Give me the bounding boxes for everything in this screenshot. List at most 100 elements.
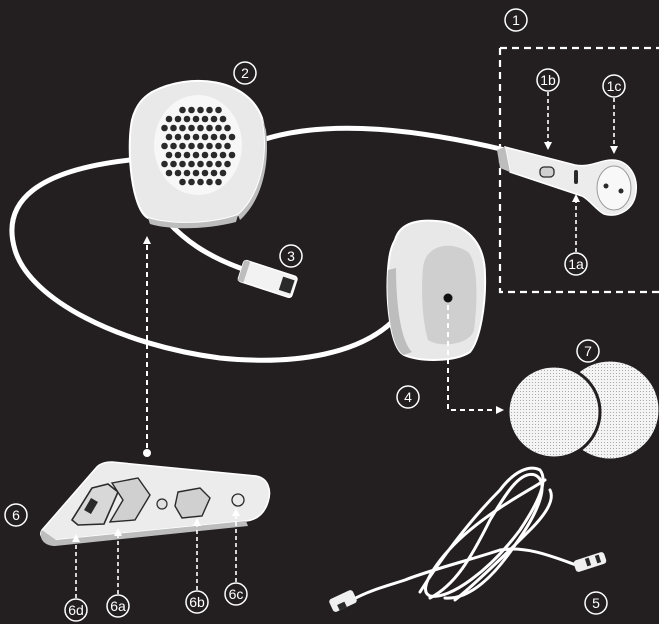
grille-hole [197, 125, 204, 132]
grille-hole [170, 161, 177, 168]
callout-5: 5 [585, 592, 607, 614]
grille-hole [161, 161, 168, 168]
grille-hole [211, 152, 218, 159]
grille-hole [175, 134, 182, 141]
callout-label: 4 [404, 389, 412, 405]
callout-label: 6b [189, 594, 205, 610]
callout-1c: 1c [603, 75, 625, 97]
callout-4: 4 [397, 386, 419, 408]
grille-hole [215, 179, 222, 186]
grille-hole [179, 107, 186, 114]
grille-hole [170, 143, 177, 150]
control-panel [41, 462, 270, 546]
grille-hole [193, 170, 200, 177]
grille-hole [166, 152, 173, 159]
callout-1: 1 [505, 9, 527, 31]
grille-hole [184, 170, 191, 177]
callout-label: 7 [584, 343, 592, 359]
grille-hole [224, 161, 231, 168]
button-divider-dot [157, 499, 167, 509]
grille-hole [206, 179, 213, 186]
headset-connector [238, 260, 298, 298]
grille-hole [197, 161, 204, 168]
grille-hole [202, 170, 209, 177]
panel-to-speaker-arrow [143, 240, 151, 457]
grille-hole [166, 116, 173, 123]
callout-label: 6c [229, 586, 244, 602]
grille-hole [170, 125, 177, 132]
callout-label: 3 [287, 248, 295, 264]
callout-label: 6 [12, 507, 20, 523]
grille-hole [188, 143, 195, 150]
grille-hole [220, 134, 227, 141]
callout-label: 6a [110, 598, 126, 614]
grille-hole [224, 125, 231, 132]
grille-hole [220, 170, 227, 177]
microphone-boom-cable [262, 128, 505, 150]
callout-label: 1a [568, 256, 584, 272]
grille-hole [211, 170, 218, 177]
microphone [497, 147, 636, 215]
callout-2: 2 [234, 62, 256, 84]
grille-hole [229, 134, 236, 141]
grille-hole [197, 143, 204, 150]
grille-hole [220, 152, 227, 159]
callout-label: 6d [68, 602, 84, 618]
grille-hole [184, 152, 191, 159]
grille-hole [188, 161, 195, 168]
callout-6c: 6c [225, 583, 247, 605]
grille-hole [202, 152, 209, 159]
grille-hole [179, 143, 186, 150]
grille-hole [188, 107, 195, 114]
callout-label: 2 [241, 65, 249, 81]
grille-hole [184, 134, 191, 141]
callout-6: 6 [5, 504, 27, 526]
grille-hole [175, 116, 182, 123]
grille-hole [175, 170, 182, 177]
grille-hole [175, 152, 182, 159]
grille-hole [224, 143, 231, 150]
usb-a-plug [328, 589, 357, 613]
grille-hole [184, 116, 191, 123]
callout-6d: 6d [65, 599, 87, 621]
usb-c-plug [573, 551, 607, 572]
velcro-pads [508, 360, 659, 460]
callout-6a: 6a [107, 595, 129, 617]
grille-hole [202, 116, 209, 123]
grille-hole [215, 161, 222, 168]
grille-hole [179, 161, 186, 168]
grille-hole [206, 107, 213, 114]
grille-hole [161, 143, 168, 150]
grille-hole [193, 116, 200, 123]
callout-label: 1 [512, 12, 520, 28]
callout-label: 5 [592, 595, 600, 611]
secondary-speaker [388, 221, 486, 360]
grille-hole [220, 116, 227, 123]
callout-1b: 1b [537, 69, 559, 91]
led-indicator [232, 494, 244, 506]
grille-hole [215, 107, 222, 114]
grille-hole [197, 179, 204, 186]
grille-hole [193, 134, 200, 141]
grille-hole [211, 116, 218, 123]
grille-hole [206, 143, 213, 150]
speaker-mount-point [444, 294, 453, 303]
grille-hole [229, 152, 236, 159]
callout-6b: 6b [186, 591, 208, 613]
grille-hole [188, 125, 195, 132]
usb-cable [352, 468, 585, 600]
callout-label: 1c [607, 78, 622, 94]
callout-7: 7 [577, 340, 599, 362]
grille-hole [193, 152, 200, 159]
grille-hole [206, 161, 213, 168]
grille-hole [215, 125, 222, 132]
main-speaker-unit [130, 81, 267, 228]
grille-hole [166, 170, 173, 177]
grille-hole [202, 134, 209, 141]
callout-3: 3 [280, 245, 302, 267]
grille-hole [197, 107, 204, 114]
callout-1a: 1a [565, 253, 587, 275]
grille-hole [211, 134, 218, 141]
